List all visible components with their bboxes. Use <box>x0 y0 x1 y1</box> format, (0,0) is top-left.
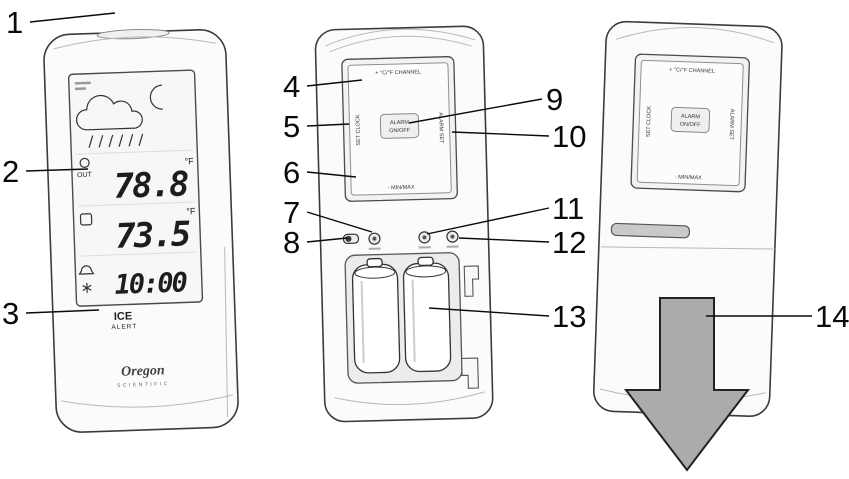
callout-lines <box>25 12 812 317</box>
clip-cutout-upper <box>463 265 480 297</box>
callout-4: 4 <box>283 69 300 104</box>
status-text-mark <box>74 87 87 91</box>
moon-icon <box>149 84 163 110</box>
alert-switch-knob <box>345 235 352 242</box>
front-view: OUT 78.8 °F 73.5 °F 10:00 ICE ALERT Oreg… <box>43 28 239 433</box>
panel-bottom-label: - MIN/MAX <box>675 174 702 181</box>
lcd-divider <box>76 149 194 155</box>
alarm-button-label-2: ON/OFF <box>680 122 702 129</box>
callout-6: 6 <box>283 155 300 190</box>
ice-alert-label: ICE <box>114 310 133 323</box>
alarm-bell-icon <box>78 265 95 275</box>
battery-cover-seam <box>600 246 775 250</box>
callout-line-8 <box>306 237 348 243</box>
callout-5: 5 <box>283 109 300 144</box>
side-seam <box>224 247 229 418</box>
base-edge-line <box>334 391 485 405</box>
outdoor-temp-value: 78.8 <box>113 164 189 207</box>
callout-line-3 <box>25 309 100 314</box>
outdoor-temp-unit: °F <box>184 156 194 166</box>
callout-line-5 <box>306 123 350 127</box>
panel-left-label: SET CLOCK <box>355 114 362 146</box>
callout-line-7 <box>306 211 373 233</box>
snowflake-icon <box>82 282 92 293</box>
clip-cutout-lower <box>461 357 479 389</box>
indoor-temp-value: 73.5 <box>115 214 192 257</box>
back-open-view: + °C/°F CHANNEL SET CLOCK ALARM SET ALAR… <box>314 25 494 423</box>
callout-7: 7 <box>283 195 300 230</box>
back-closed-view: + °C/°F CHANNEL SET CLOCK ALARM SET ALAR… <box>592 20 783 417</box>
panel-top-label: + °C/°F CHANNEL <box>669 67 715 75</box>
search-button-dot <box>422 235 427 240</box>
callout-2: 2 <box>2 154 19 189</box>
callout-11: 11 <box>552 191 584 226</box>
top-edge-line <box>615 27 775 44</box>
callout-line-10 <box>451 131 550 137</box>
reset-button-dot <box>372 236 377 241</box>
third-button-dot <box>450 234 455 239</box>
rain-icon <box>88 133 144 148</box>
callout-line-12 <box>458 237 550 243</box>
out-label: OUT <box>77 172 93 180</box>
base-edge-line <box>60 394 233 408</box>
ice-alert-sublabel: ALERT <box>111 323 137 331</box>
battery-right <box>402 256 452 373</box>
lcd-divider <box>79 251 197 257</box>
battery-cover-latch[interactable] <box>610 222 691 239</box>
alarm-on-off-button[interactable] <box>379 113 420 139</box>
callout-13: 13 <box>552 299 586 334</box>
panel-left-label: SET CLOCK <box>646 106 653 138</box>
top-edge-line <box>329 35 472 53</box>
callout-line-13 <box>428 307 550 317</box>
panel-top-label: + °C/°F CHANNEL <box>375 69 421 76</box>
cloud-icon <box>76 94 143 131</box>
panel-bottom-label: - MIN/MAX <box>388 185 415 192</box>
callout-line-6 <box>306 171 357 178</box>
callout-line-1 <box>29 12 116 23</box>
top-edge-line <box>53 36 216 50</box>
callout-9: 9 <box>546 82 563 117</box>
alarm-button-label-2: ON/OFF <box>389 128 411 135</box>
callout-10: 10 <box>552 119 586 154</box>
button-label-mark <box>446 245 459 248</box>
callout-14: 14 <box>815 299 849 334</box>
indoor-icon <box>79 213 93 226</box>
callout-3: 3 <box>2 296 19 331</box>
callout-numbers: 1 2 3 4 5 6 7 8 9 10 11 12 13 14 <box>2 5 849 334</box>
channel-icon <box>79 157 90 168</box>
alarm-button-label-1: ALARM <box>681 114 701 121</box>
battery-left <box>351 257 401 374</box>
callout-line-9 <box>408 98 543 124</box>
indoor-temp-unit: °F <box>186 206 196 216</box>
callout-line-11 <box>426 207 550 235</box>
status-text-mark <box>74 81 91 85</box>
alarm-on-off-button[interactable] <box>670 106 711 133</box>
callout-8: 8 <box>283 225 300 260</box>
callout-line-2 <box>25 168 89 172</box>
panel-right-label: ALARM SET <box>437 112 444 144</box>
button-label-mark <box>368 247 381 250</box>
arrow-down-icon <box>623 297 751 472</box>
lcd-divider <box>78 201 196 207</box>
top-edge-line <box>325 28 476 47</box>
brand-logo: Oregon <box>121 363 165 380</box>
panel-right-label: ALARM SET <box>728 109 735 141</box>
brand-sublogo: SCIENTIFIC <box>117 381 170 389</box>
button-label-mark <box>418 246 431 249</box>
clock-value: 10:00 <box>114 267 188 301</box>
callout-1: 1 <box>6 5 23 40</box>
callout-line-4 <box>306 79 363 87</box>
callout-12: 12 <box>552 225 586 260</box>
alarm-button-label-1: ALARM <box>390 120 410 127</box>
